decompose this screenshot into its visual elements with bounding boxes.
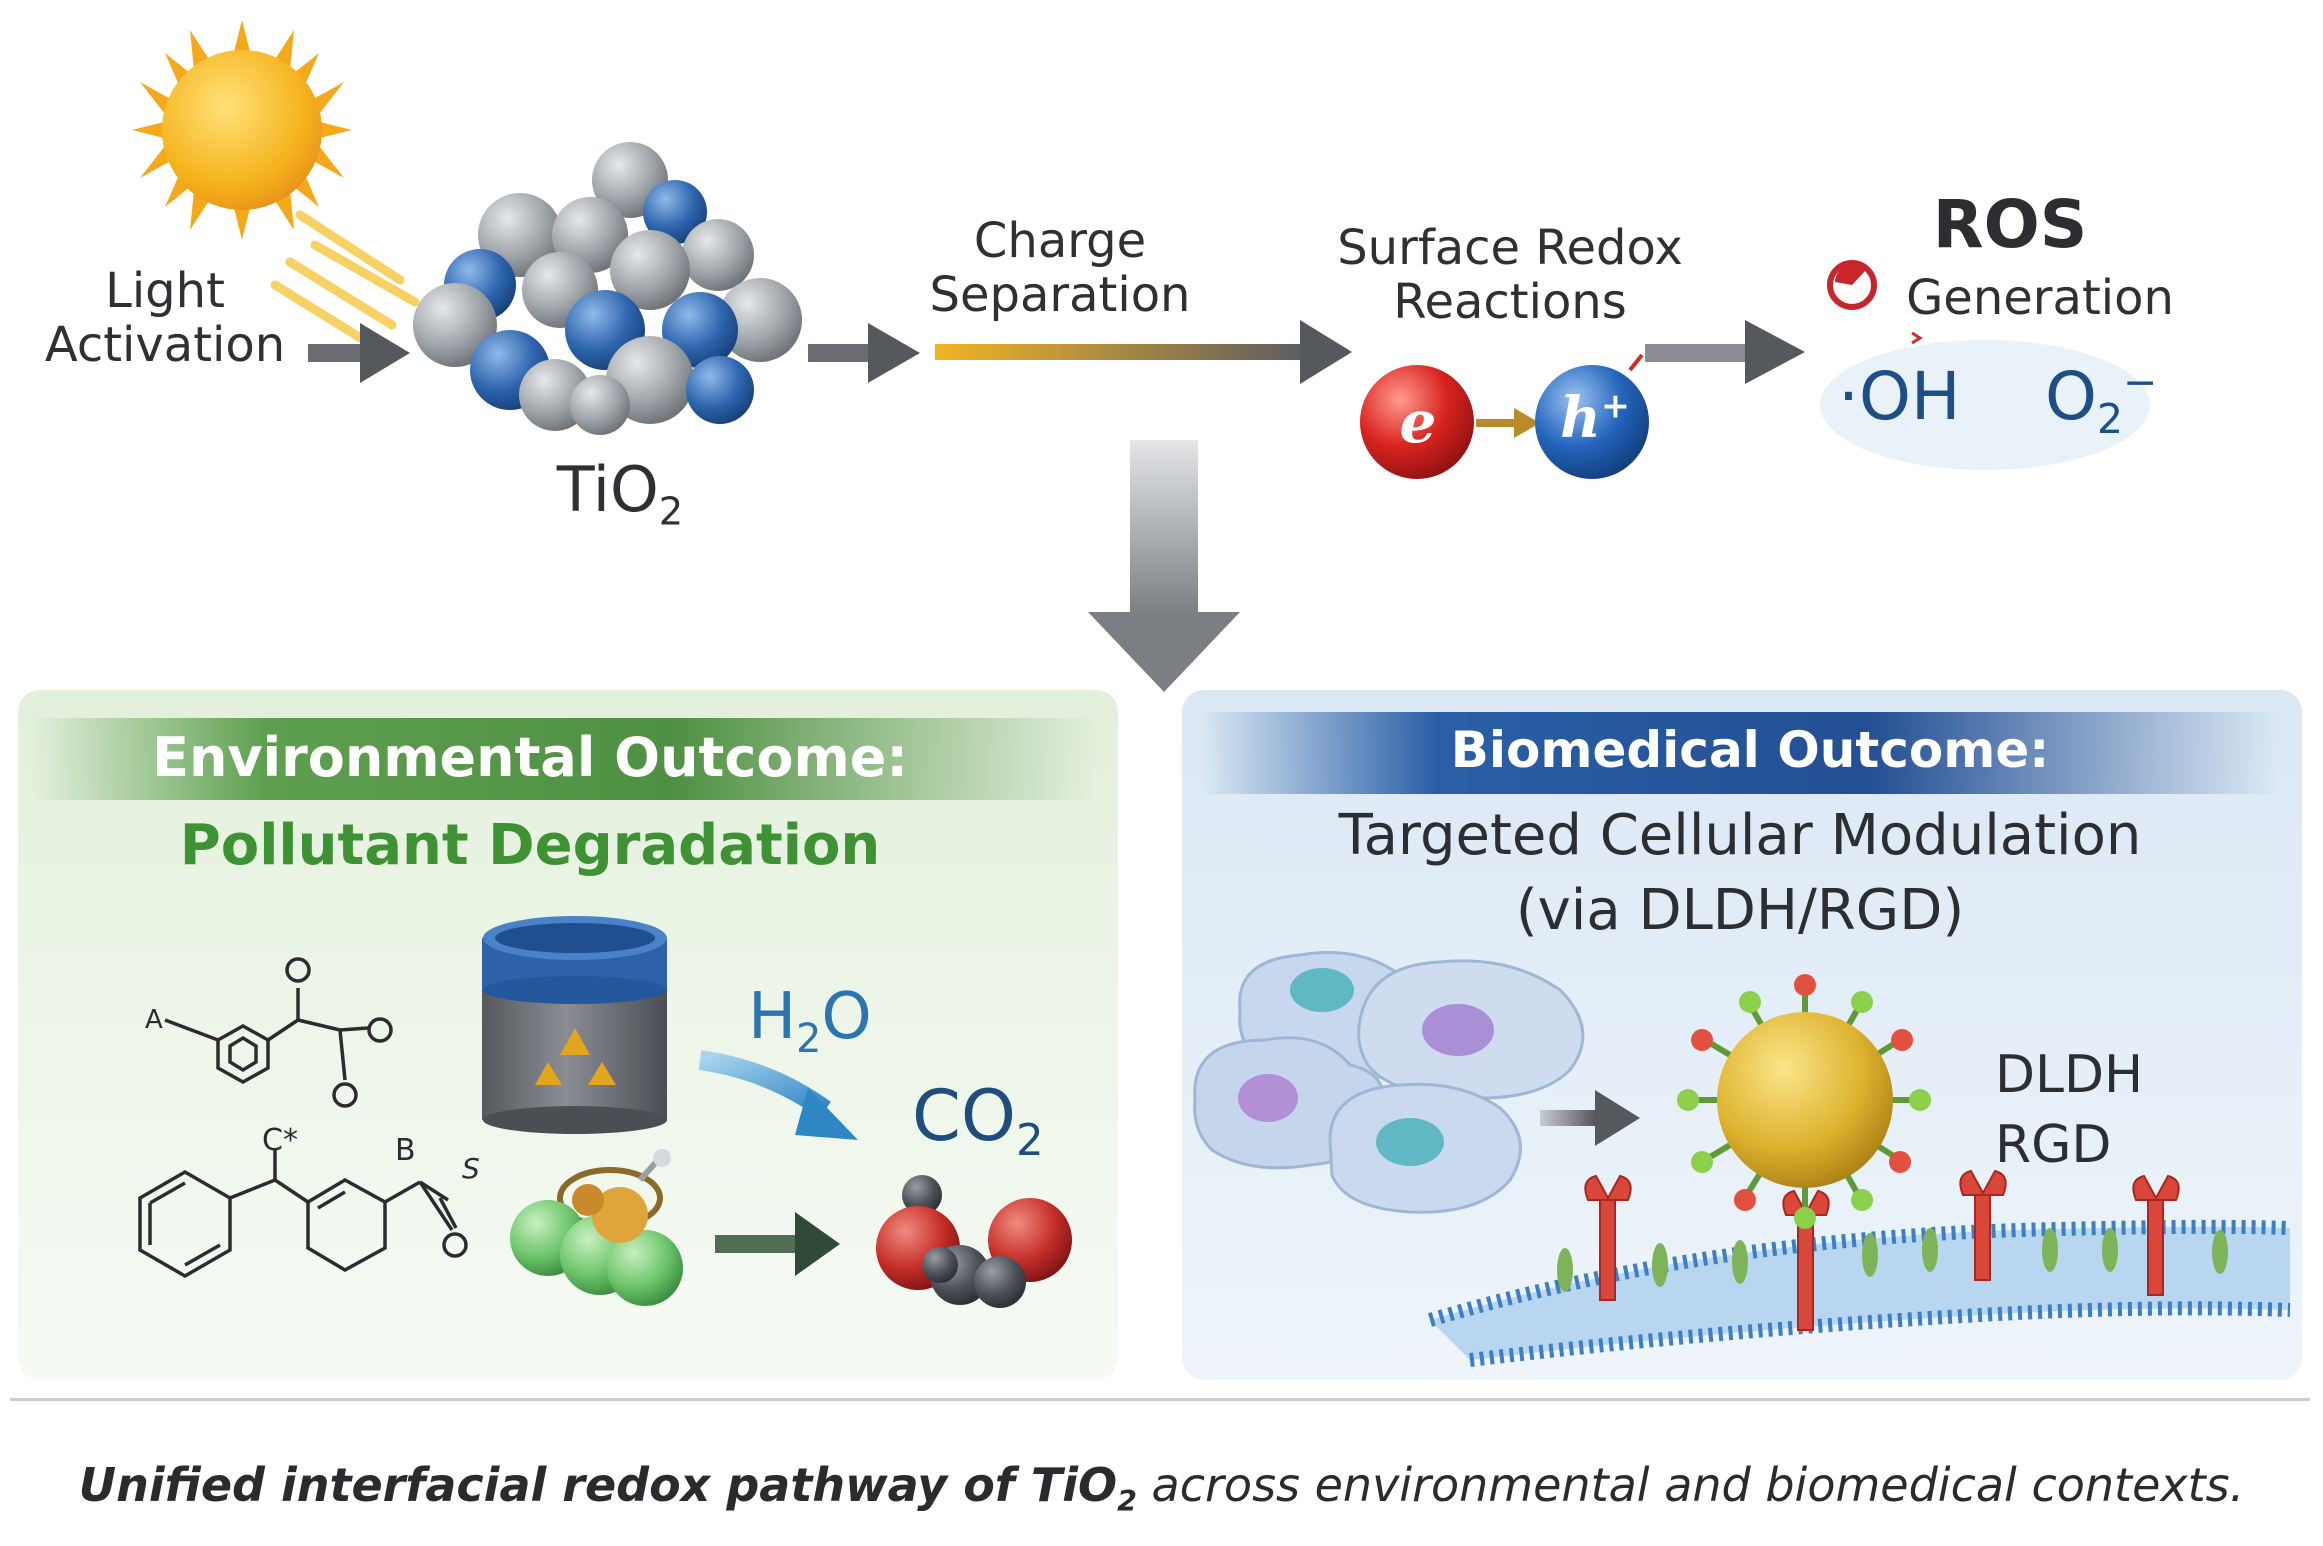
targeted-modulation-subtitle: (via DLDH/RGD) bbox=[1515, 878, 1965, 943]
light-activation-label: Light Activation bbox=[44, 263, 286, 373]
hole-symbol: h+ bbox=[1560, 385, 1630, 451]
atom-label-c: C* bbox=[262, 1123, 298, 1158]
targeted-modulation-title: Targeted Cellular Modulation bbox=[1338, 803, 2142, 868]
ros-title: ROS bbox=[1932, 186, 2088, 263]
cell-membrane-icon bbox=[1428, 1219, 2291, 1367]
biomedical-banner-title: Biomedical Outcome: bbox=[1450, 721, 2050, 779]
environmental-banner-title: Environmental Outcome: bbox=[152, 726, 908, 789]
arrow-down-to-outcomes bbox=[1088, 440, 1240, 692]
pollutant-barrel-icon bbox=[482, 916, 667, 1134]
tio2-label: TiO2 bbox=[556, 453, 684, 535]
superoxide-label: O2− bbox=[2045, 358, 2158, 444]
arrow-tio2-to-charge bbox=[808, 323, 920, 383]
co2-molecule-icon bbox=[876, 1175, 1072, 1308]
atom-label-a: A bbox=[145, 1005, 163, 1035]
arrow-charge-to-redox bbox=[935, 320, 1352, 384]
molecule-atom-labels: A C* B S bbox=[145, 1005, 480, 1185]
arrow-cells-to-nanoparticle bbox=[1540, 1090, 1640, 1146]
pollutant-degradation-title: Pollutant Degradation bbox=[179, 813, 881, 878]
charge-separation-label: Charge Separation bbox=[929, 213, 1191, 323]
functionalized-nanoparticle-icon bbox=[1677, 974, 1931, 1229]
hole-sphere bbox=[1535, 365, 1649, 479]
tio2-nanoparticle-cluster bbox=[413, 142, 802, 435]
ros-generation-label: Generation bbox=[1906, 270, 2174, 326]
ros-glow bbox=[1820, 340, 2150, 470]
integrin-receptors bbox=[1584, 1169, 2180, 1331]
environmental-banner bbox=[30, 718, 1100, 800]
surface-redox-label: Surface Redox Reactions bbox=[1337, 220, 1683, 330]
atom-label-b: B bbox=[395, 1133, 416, 1168]
electron-sphere bbox=[1360, 365, 1474, 479]
cell-cluster-icon bbox=[1193, 951, 1585, 1214]
green-molecule-icon bbox=[510, 1149, 683, 1306]
radical-icon bbox=[1827, 260, 1923, 345]
dldh-label: DLDH bbox=[1995, 1045, 2144, 1105]
sun-icon bbox=[132, 20, 420, 350]
membrane-proteins bbox=[1557, 1228, 2228, 1292]
biomedical-banner bbox=[1200, 712, 2280, 794]
electron-symbol: e bbox=[1399, 388, 1437, 456]
rgd-label: RGD bbox=[1995, 1115, 2112, 1175]
atom-label-s: S bbox=[462, 1152, 480, 1185]
arrow-to-products bbox=[698, 1050, 858, 1140]
arrow-redox-to-ros bbox=[1645, 320, 1805, 384]
figure-caption: Unified interfacial redox pathway of TiO… bbox=[78, 1458, 2245, 1519]
hydroxyl-radical-label: ·OH bbox=[1838, 358, 1961, 435]
water-label: H2O bbox=[748, 980, 872, 1062]
co2-label: CO2 bbox=[912, 1075, 1044, 1166]
caption-divider bbox=[10, 1398, 2310, 1401]
arrow-light-to-tio2 bbox=[308, 323, 410, 383]
arrow-green-to-co2 bbox=[715, 1212, 840, 1276]
pollutant-molecules bbox=[138, 957, 468, 1279]
electron-hole-pair bbox=[1360, 353, 1649, 479]
